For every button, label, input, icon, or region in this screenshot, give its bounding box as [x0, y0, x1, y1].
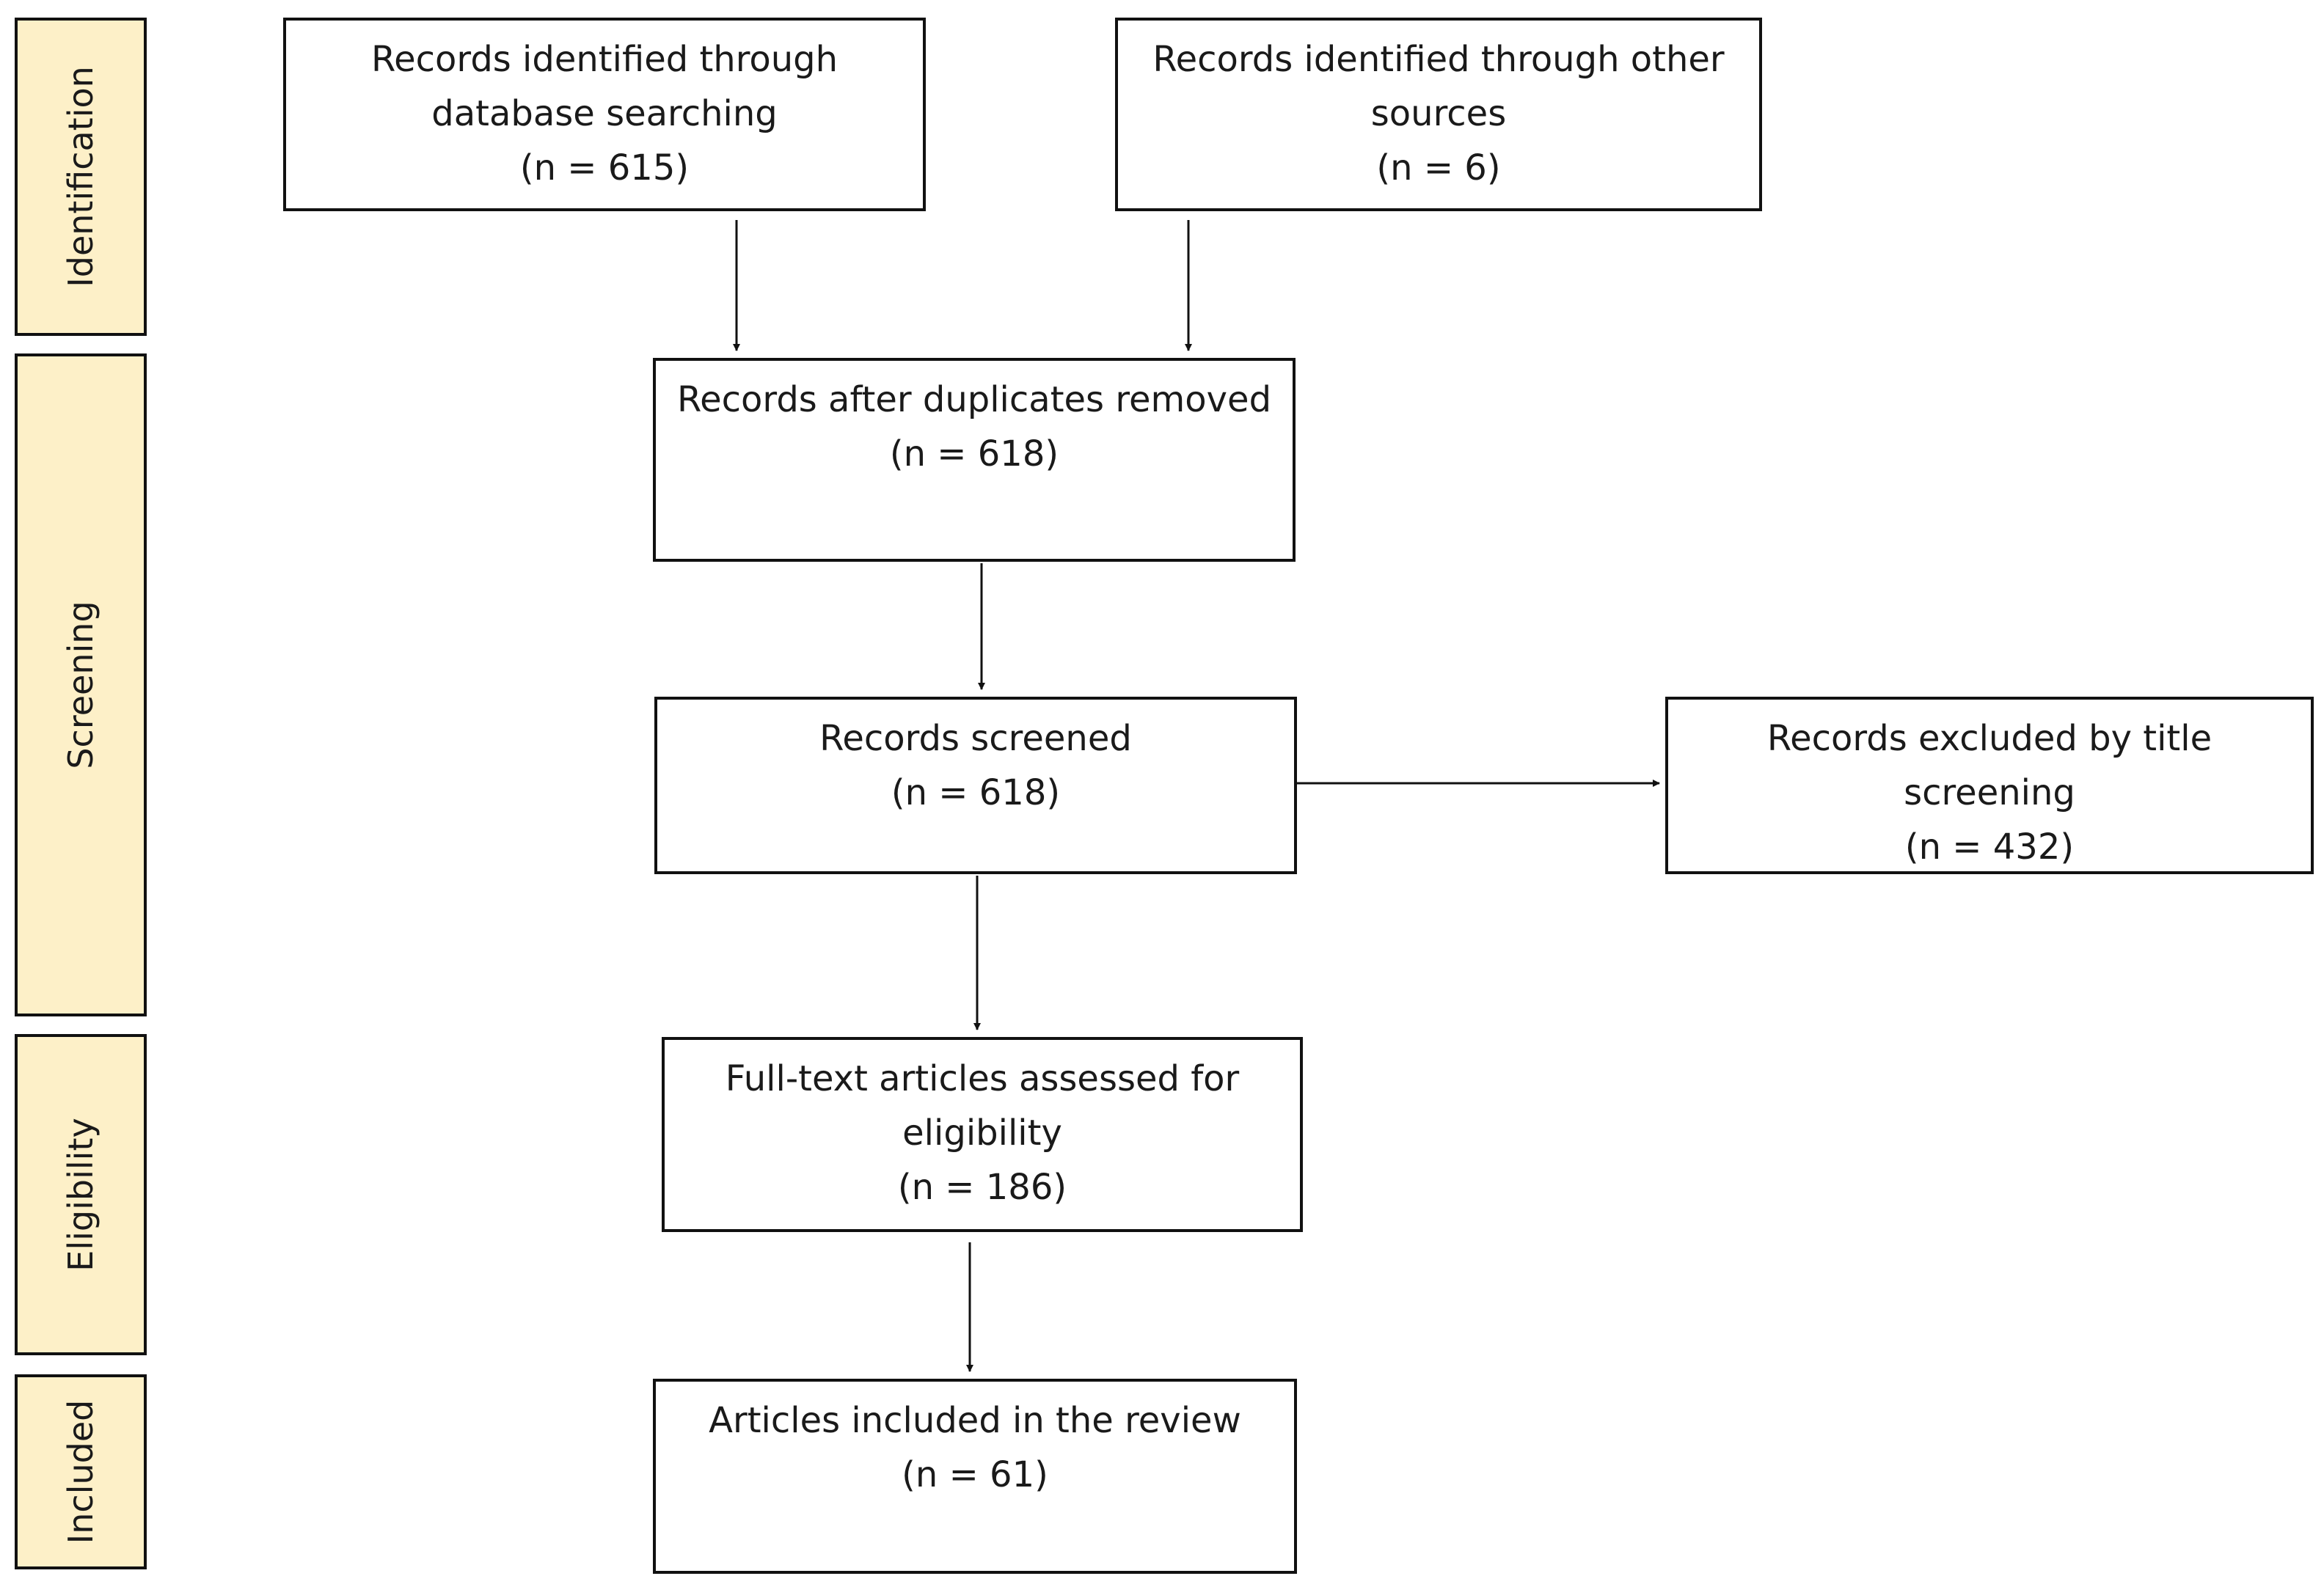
box-articles-included-line1: Articles included in the review [709, 1400, 1241, 1441]
box-records-excluded-count: (n = 432) [1904, 827, 2075, 868]
stage-screening: Screening [15, 353, 147, 1016]
box-database-search: Records identified through database sear… [283, 18, 926, 211]
box-other-sources-line1: Records identified through other [1152, 39, 1725, 80]
box-records-excluded-line1: Records excluded by title [1766, 718, 2212, 759]
box-other-sources-line2: sources [1370, 93, 1507, 134]
box-database-search-count: (n = 615) [519, 147, 690, 188]
stage-included: Included [15, 1374, 147, 1569]
stage-eligibility: Eligibility [15, 1034, 147, 1355]
box-fulltext-assessed-line1: Full-text articles assessed for [725, 1058, 1240, 1099]
box-other-sources: Records identified through other sources… [1115, 18, 1762, 211]
box-records-excluded: Records excluded by title screening (n =… [1665, 697, 2314, 874]
box-fulltext-assessed-count: (n = 186) [897, 1167, 1067, 1208]
box-articles-included: Articles included in the review (n = 61) [653, 1379, 1297, 1574]
box-duplicates-removed-count: (n = 618) [889, 433, 1059, 474]
stage-identification: Identification [15, 18, 147, 336]
box-fulltext-assessed: Full-text articles assessed for eligibil… [662, 1037, 1303, 1232]
box-other-sources-count: (n = 6) [1376, 147, 1501, 188]
box-records-excluded-line2: screening [1904, 772, 2075, 813]
box-records-screened: Records screened (n = 618) [654, 697, 1297, 874]
box-articles-included-count: (n = 61) [902, 1454, 1048, 1495]
box-database-search-line2: database searching [431, 93, 778, 134]
box-duplicates-removed-line1: Records after duplicates removed [676, 379, 1272, 420]
box-database-search-line1: Records identified through [370, 39, 838, 80]
box-records-screened-count: (n = 618) [891, 772, 1061, 813]
box-fulltext-assessed-line2: eligibility [902, 1113, 1062, 1154]
box-records-screened-line1: Records screened [819, 718, 1132, 759]
box-duplicates-removed: Records after duplicates removed (n = 61… [653, 358, 1296, 562]
